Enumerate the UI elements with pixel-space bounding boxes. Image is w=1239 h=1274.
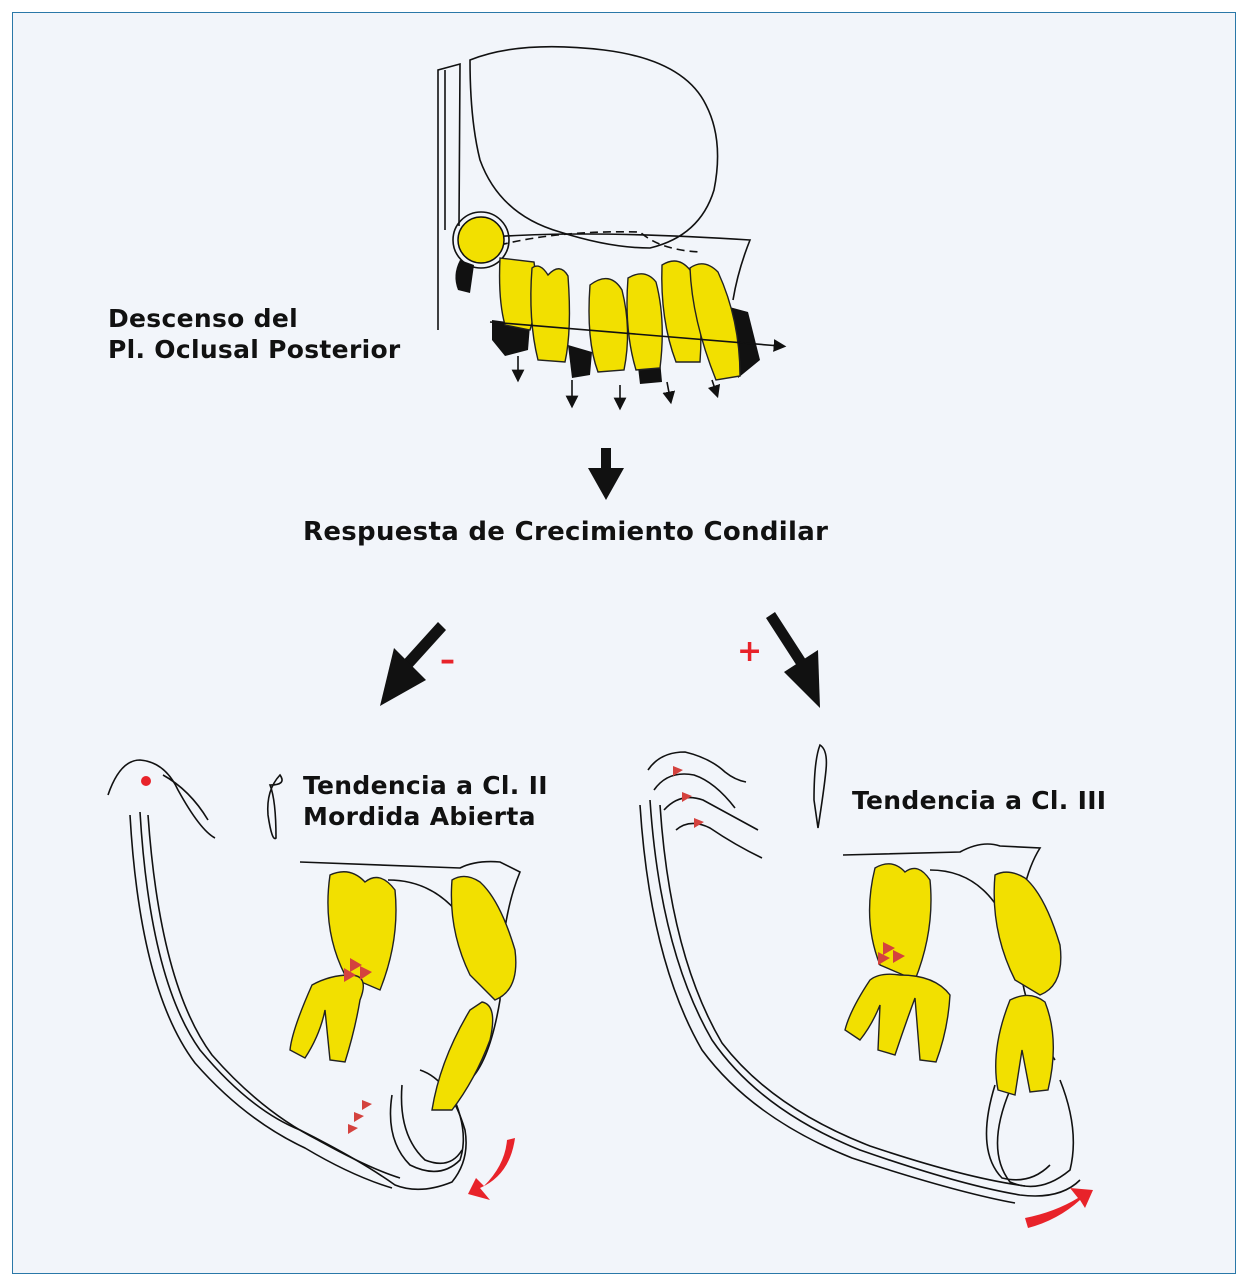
label-cl2-line1: Tendencia a Cl. II: [303, 770, 548, 801]
arrow-to-cl2: [380, 622, 446, 706]
label-cl3: Tendencia a Cl. III: [852, 785, 1106, 816]
label-cl2-line2: Mordida Abierta: [303, 801, 548, 832]
down-arrow: [588, 448, 624, 500]
label-cl2: Tendencia a Cl. II Mordida Abierta: [303, 770, 548, 832]
maxilla-drawing: [438, 47, 780, 404]
label-respuesta: Respuesta de Crecimiento Condilar: [303, 517, 828, 548]
negative-sign: –: [440, 643, 455, 678]
upper-teeth: [500, 258, 740, 380]
lower-teeth-cl2: [290, 872, 516, 1134]
positive-sign: +: [737, 634, 762, 669]
mandible-cl3-drawing: [640, 745, 1093, 1228]
arrow-to-cl3: [766, 612, 820, 708]
label-descenso-line1: Descenso del: [108, 303, 401, 334]
lower-teeth-cl3: [845, 864, 1061, 1095]
label-descenso: Descenso del Pl. Oclusal Posterior: [108, 303, 401, 365]
label-descenso-line2: Pl. Oclusal Posterior: [108, 334, 401, 365]
